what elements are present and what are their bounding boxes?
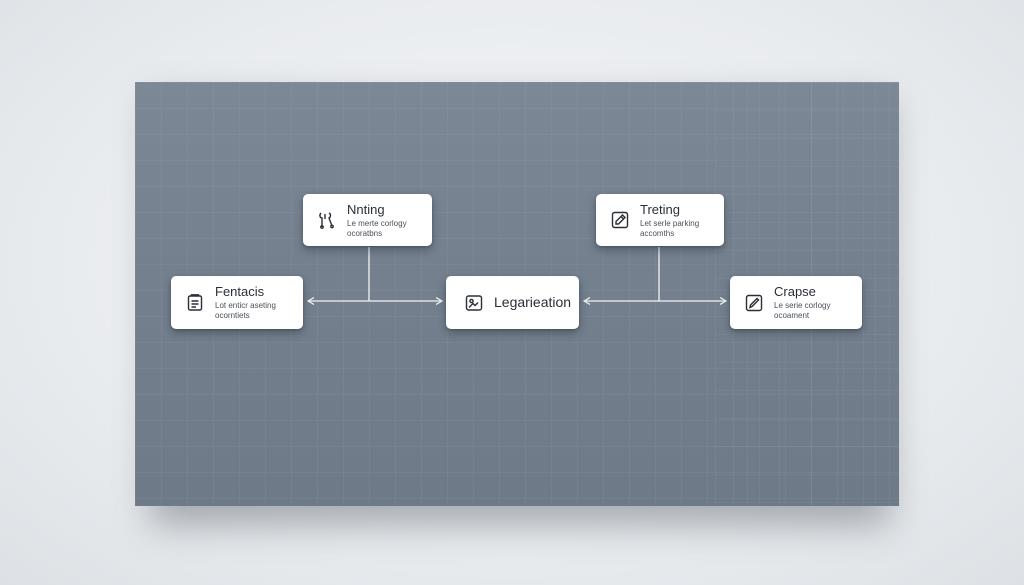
node-treting-desc-1: Let serle parking (640, 218, 700, 228)
node-crapse-title: Crapse (774, 284, 816, 299)
document-icon (185, 293, 205, 313)
node-crapse-desc-2: ocoament (774, 311, 810, 320)
pen-icon (744, 293, 764, 313)
node-fentacis-desc-1: Lot enticr aseting (215, 301, 276, 310)
node-crapse[interactable]: Crapse Le serie corlogy ocoament (730, 276, 862, 329)
edit-icon (610, 210, 630, 230)
node-crapse-desc-1: Le serie corlogy (774, 301, 831, 310)
node-nnting-desc-2: ocoratbns (347, 228, 383, 238)
node-fentacis-desc-2: ocorntiets (215, 311, 250, 320)
node-legarieation-title: Legarieation (494, 294, 572, 310)
image-edit-icon (464, 293, 484, 313)
node-treting[interactable]: Treting Let serle parking accomths (596, 194, 724, 246)
node-fentacis-title: Fentacis (215, 284, 265, 299)
node-nnting[interactable]: Nnting Le merte corlogy ocoratbns (303, 194, 432, 246)
node-fentacis[interactable]: Fentacis Lot enticr aseting ocorntiets (171, 276, 303, 329)
node-treting-title: Treting (640, 201, 680, 217)
node-nnting-desc-1: Le merte corlogy (347, 218, 407, 228)
node-treting-desc-2: accomths (640, 228, 675, 238)
tools-icon (317, 210, 337, 230)
node-legarieation[interactable]: Legarieation (446, 276, 579, 329)
node-nnting-title: Nnting (347, 201, 385, 217)
